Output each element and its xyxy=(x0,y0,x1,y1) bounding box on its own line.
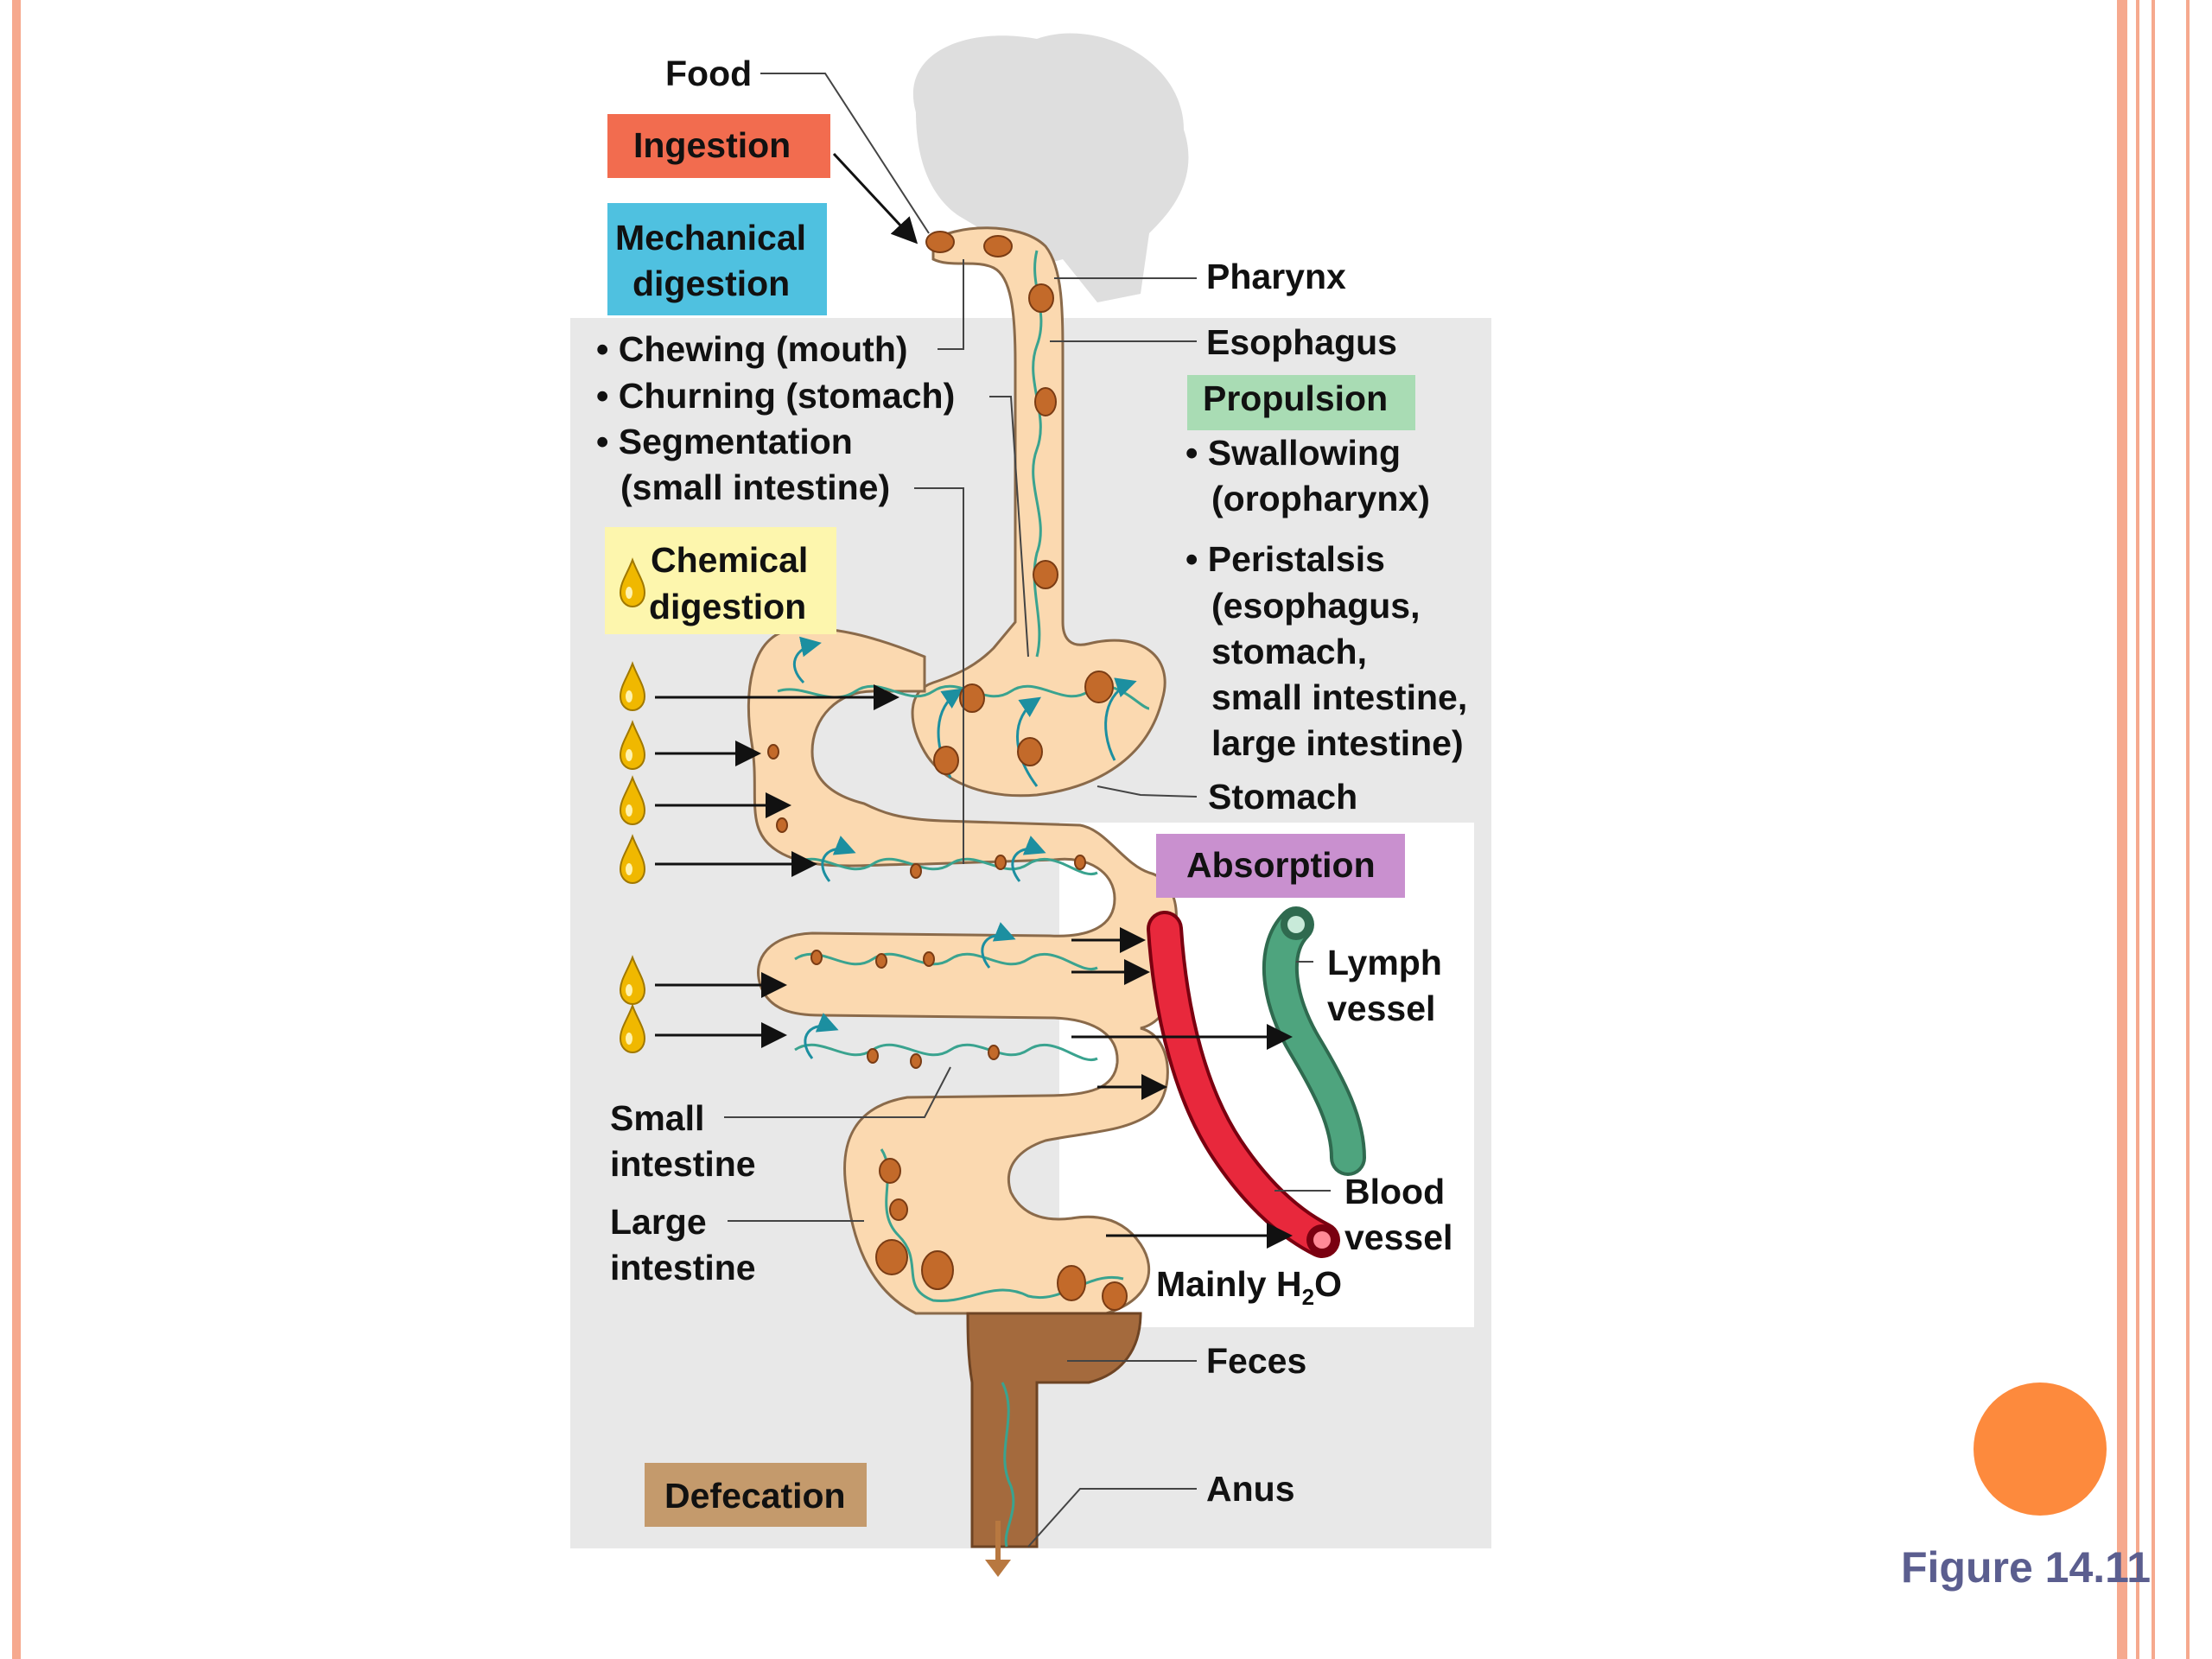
water-label: Mainly H2O xyxy=(1156,1264,1342,1310)
left-frame-line xyxy=(12,0,21,1659)
defecation-box xyxy=(645,1463,867,1527)
ingestion-box xyxy=(607,114,830,178)
diagram-labels: Food Ingestion Mechanical digestion • Ch… xyxy=(596,54,1467,1516)
absorption-box xyxy=(1156,834,1405,898)
mechanical-label-1: Mechanical xyxy=(615,218,806,257)
anus-label: Anus xyxy=(1206,1469,1295,1509)
lymph-label-1: Lymph xyxy=(1327,943,1442,982)
gi-tract xyxy=(747,226,1178,1548)
ingestion-label: Ingestion xyxy=(633,125,791,165)
mechanical-box xyxy=(607,203,827,315)
small-intestine-label-1: Small xyxy=(610,1098,704,1138)
figure-label: Figure 14.11 xyxy=(1901,1543,2152,1592)
defecation-label: Defecation xyxy=(664,1476,846,1516)
propulsion-item-3: • Peristalsis xyxy=(1185,539,1385,579)
mechanical-item-1: • Chewing (mouth) xyxy=(596,329,908,369)
ingestion-arrow xyxy=(832,152,918,245)
propulsion-label: Propulsion xyxy=(1203,378,1388,418)
mechanical-item-3: • Segmentation xyxy=(596,422,853,461)
pharynx-label: Pharynx xyxy=(1206,257,1346,296)
chemical-label-2: digestion xyxy=(649,587,806,626)
blood-label-1: Blood xyxy=(1344,1172,1445,1211)
feces-label: Feces xyxy=(1206,1341,1306,1381)
head-silhouette xyxy=(912,33,1189,303)
lymph-vessel xyxy=(1262,906,1366,1176)
accent-circle xyxy=(1974,1382,2107,1516)
food-label: Food xyxy=(665,54,752,93)
large-intestine-label-1: Large xyxy=(610,1202,707,1242)
chemical-arrows xyxy=(655,684,899,1048)
exit-arrow xyxy=(985,1521,1011,1577)
lymph-label-2: vessel xyxy=(1327,988,1435,1028)
right-frame-line-1 xyxy=(2117,0,2127,1659)
esophagus-label: Esophagus xyxy=(1206,322,1397,362)
propulsion-item-5: stomach, xyxy=(1211,632,1367,671)
right-frame-line-4 xyxy=(2186,0,2190,1659)
propulsion-box xyxy=(1187,375,1415,430)
propulsion-item-2: (oropharynx) xyxy=(1211,479,1430,518)
mechanical-item-2: • Churning (stomach) xyxy=(596,376,955,416)
absorption-label: Absorption xyxy=(1186,845,1376,885)
stomach-label: Stomach xyxy=(1208,777,1357,817)
blood-vessel xyxy=(1147,911,1340,1258)
right-frame-line-2 xyxy=(2136,0,2139,1659)
propulsion-item-7: large intestine) xyxy=(1211,723,1464,763)
absorption-arrows xyxy=(1071,927,1293,1249)
mechanical-label-2: digestion xyxy=(632,264,790,303)
propulsion-item-1: • Swallowing xyxy=(1185,433,1401,473)
right-frame-line-3 xyxy=(2152,0,2155,1659)
large-intestine-label-2: intestine xyxy=(610,1248,756,1287)
small-intestine-label-2: intestine xyxy=(610,1144,756,1184)
leader-lines xyxy=(724,73,1331,1548)
blood-label-2: vessel xyxy=(1344,1217,1452,1257)
propulsion-item-6: small intestine, xyxy=(1211,677,1467,717)
chemical-label-1: Chemical xyxy=(651,540,808,580)
mechanical-item-4: (small intestine) xyxy=(620,467,890,507)
propulsion-item-4: (esophagus, xyxy=(1211,586,1420,626)
chemical-box xyxy=(605,527,836,634)
